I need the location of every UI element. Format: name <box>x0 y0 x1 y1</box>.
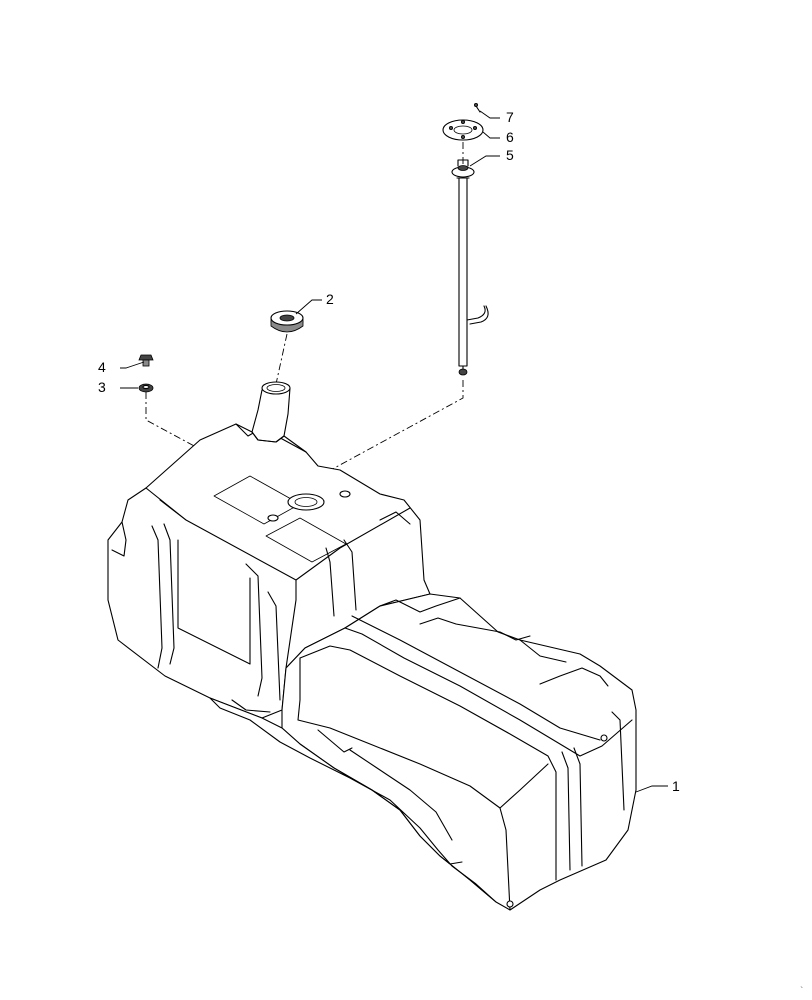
leader-6 <box>482 131 500 139</box>
callout-6: 6 <box>506 129 514 145</box>
leader-1 <box>635 785 668 793</box>
washer <box>138 383 154 393</box>
leader-2 <box>295 299 322 315</box>
leader-5 <box>469 155 500 167</box>
leader-lines <box>120 110 668 793</box>
filler-neck <box>251 387 291 443</box>
sender-opening <box>287 493 325 511</box>
screw <box>138 354 154 367</box>
sender-gasket-plate <box>442 119 484 141</box>
callout-1: 1 <box>672 778 680 794</box>
small-screw <box>473 103 481 113</box>
corner-mark: ` <box>800 985 803 997</box>
fuel-level-sender <box>451 159 489 376</box>
callout-5: 5 <box>506 147 514 163</box>
filler-cap <box>270 310 304 333</box>
tank-underside <box>209 697 497 903</box>
callout-2: 2 <box>326 291 334 307</box>
leader-4 <box>120 361 145 369</box>
fuel-tank <box>107 381 637 911</box>
leader-7 <box>479 110 500 119</box>
callout-7: 7 <box>506 109 514 125</box>
callout-labels: 1 2 3 4 5 6 7 ` <box>98 109 803 997</box>
callout-3: 3 <box>98 379 106 395</box>
screw-boss <box>267 514 279 522</box>
callout-4: 4 <box>98 359 106 375</box>
